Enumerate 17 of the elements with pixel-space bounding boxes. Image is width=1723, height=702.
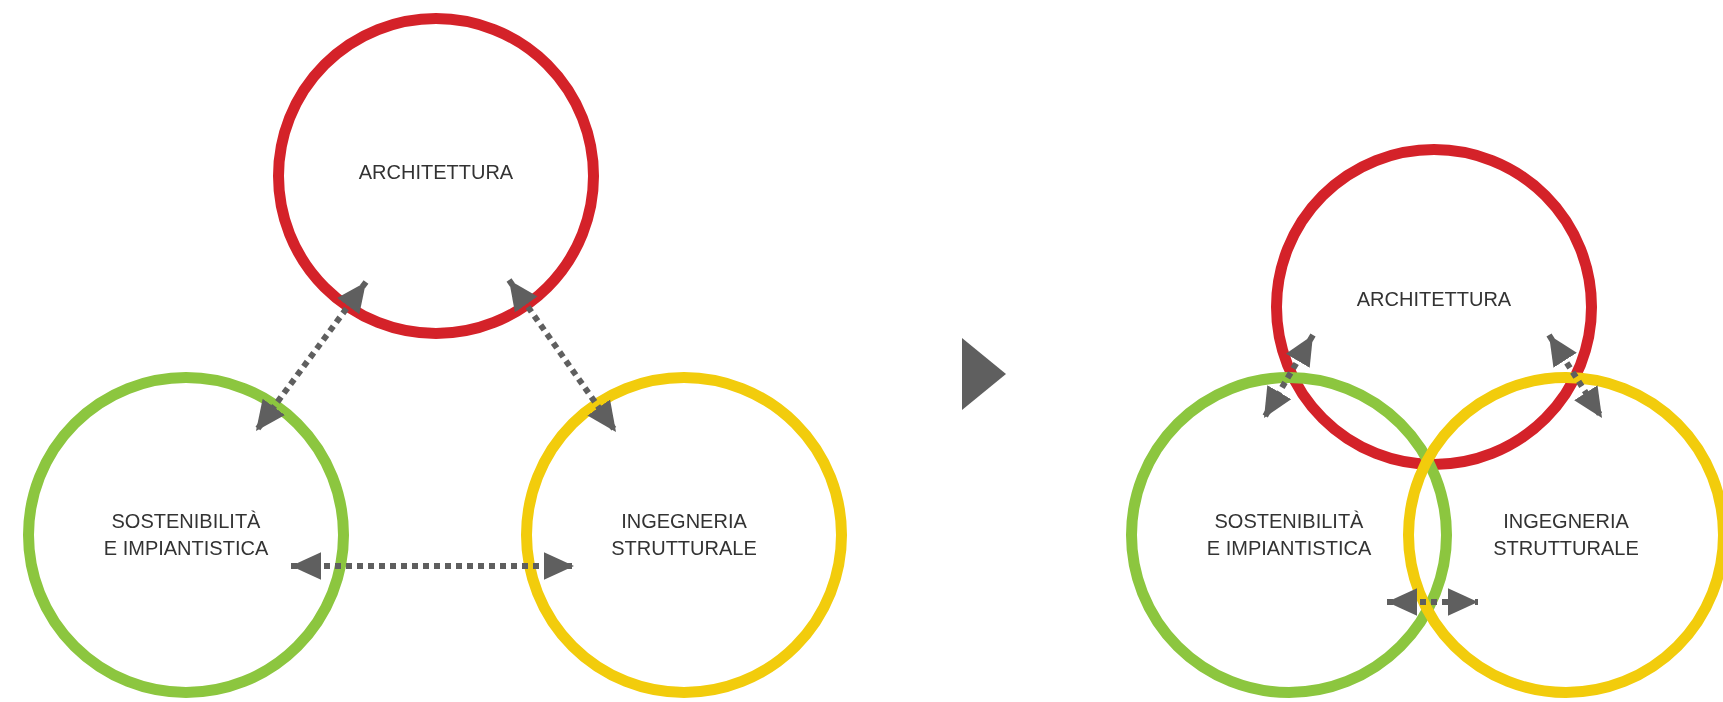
circle-node: [273, 13, 599, 339]
circle-node: [1271, 144, 1597, 470]
circle-label: SOSTENIBILITÀ E IMPIANTISTICA: [103, 509, 269, 561]
circle-label: ARCHITETTURA: [357, 159, 515, 185]
circle-label: SOSTENIBILITÀ E IMPIANTISTICA: [1206, 509, 1372, 561]
dashed-double-arrow: [1387, 588, 1478, 616]
dashed-double-arrow: [506, 278, 619, 434]
circle-label: INGEGNERIA STRUTTURALE: [610, 509, 758, 561]
dashed-double-arrow: [253, 280, 369, 433]
dashed-double-arrow: [291, 552, 574, 580]
circle-node: [521, 372, 847, 698]
circle-node: [23, 372, 349, 698]
dashed-double-arrow: [1546, 333, 1605, 420]
dashed-double-arrow: [1261, 333, 1316, 420]
circle-label: INGEGNERIA STRUTTURALE: [1492, 509, 1640, 561]
circle-node: [1126, 372, 1452, 698]
circle-label: ARCHITETTURA: [1355, 286, 1513, 312]
